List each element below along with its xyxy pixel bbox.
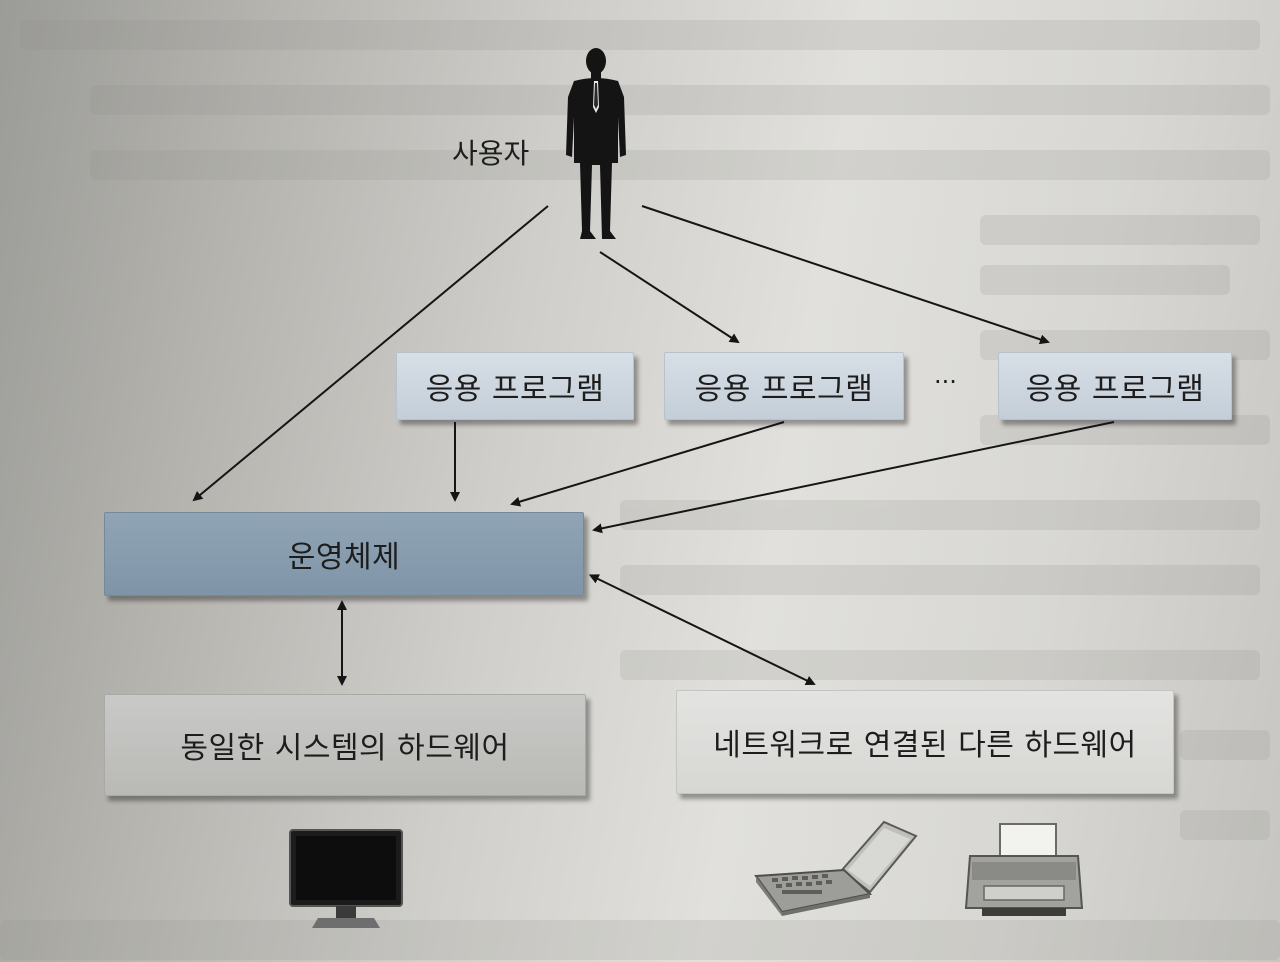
ellipsis-text: ··· xyxy=(934,368,957,396)
printer-icon xyxy=(964,823,1084,916)
application-label: 응용 프로그램 xyxy=(694,372,874,407)
network-hardware-label: 네트워크로 연결된 다른 하드웨어 xyxy=(713,728,1137,763)
operating-system-label: 운영체제 xyxy=(287,540,401,575)
local-hardware-label: 동일한 시스템의 하드웨어 xyxy=(180,731,510,766)
operating-system-box: 운영체제 xyxy=(104,512,584,596)
application-box-1: 응용 프로그램 xyxy=(396,352,634,420)
arrow-os-network-hardware xyxy=(588,574,816,685)
arrow-app-3-to-os xyxy=(592,421,1115,534)
local-hardware-box: 동일한 시스템의 하드웨어 xyxy=(104,694,586,796)
user-label: 사용자 xyxy=(452,137,530,170)
application-box-2: 응용 프로그램 xyxy=(664,352,904,420)
network-hardware-box: 네트워크로 연결된 다른 하드웨어 xyxy=(676,690,1174,794)
laptop-icon xyxy=(754,820,918,916)
application-label: 응용 프로그램 xyxy=(1025,372,1205,407)
arrow-user-to-app-2 xyxy=(599,251,740,344)
monitor-icon xyxy=(289,829,403,928)
person-silhouette-icon xyxy=(566,48,626,239)
application-box-3: 응용 프로그램 xyxy=(998,352,1232,420)
arrow-app-2-to-os xyxy=(510,421,785,507)
arrow-user-to-app-3 xyxy=(641,205,1050,345)
application-label: 응용 프로그램 xyxy=(425,372,605,407)
